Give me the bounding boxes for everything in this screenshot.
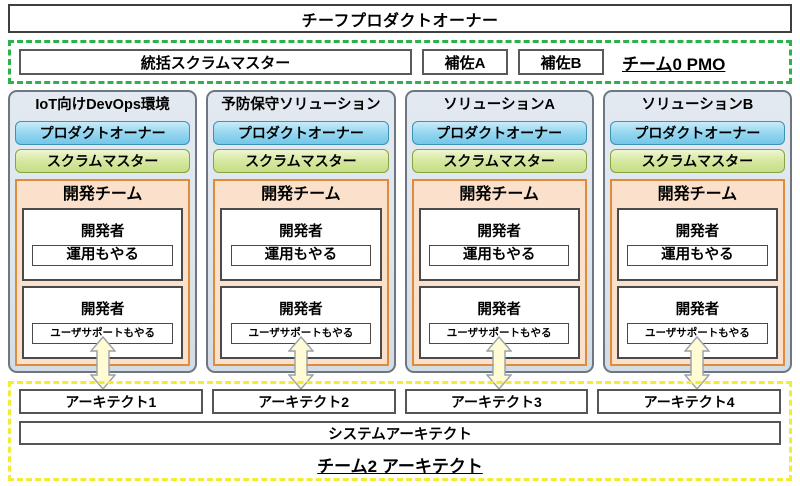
assistant-b-label: 補佐B — [540, 54, 582, 72]
team-card: ソリューションA プロダクトオーナー スクラムマスター 開発チーム 開発者 運用… — [404, 90, 594, 373]
team-card-title: 予防保守ソリューション — [221, 97, 381, 113]
developer-box: 開発者 運用もやる — [220, 208, 382, 281]
scrum-master-bar: スクラムマスター — [15, 149, 191, 173]
team-card-title: ソリューションA — [443, 97, 555, 113]
product-owner-bar: プロダクトオーナー — [609, 121, 785, 145]
scrum-master-bar: スクラムマスター — [411, 149, 587, 173]
assistant-a-label: 補佐A — [444, 54, 486, 72]
assistant-b-box: 補佐B — [518, 49, 604, 75]
developer-role-label: 開発者 — [477, 302, 521, 318]
architect-box: アーキテクト4 — [597, 389, 781, 414]
developer-note: 運用もやる — [627, 245, 768, 266]
developer-box: 開発者 ユーザサポートもやる — [220, 286, 382, 359]
developer-note: 運用もやる — [428, 245, 570, 266]
architect-box: アーキテクト3 — [404, 389, 589, 414]
scrum-master-bar: スクラムマスター — [213, 149, 389, 173]
team-card: IoT向けDevOps環境 プロダクトオーナー スクラムマスター 開発チーム 開… — [8, 90, 198, 373]
team0-pmo-region: 統括スクラムマスター 補佐A 補佐B チーム0 PMO — [8, 40, 792, 84]
scrum-master-bar: スクラムマスター — [609, 149, 785, 173]
developer-role-label: 開発者 — [675, 224, 720, 240]
architect-box: アーキテクト2 — [211, 389, 396, 414]
assistant-a-box: 補佐A — [422, 49, 508, 75]
team-card: 予防保守ソリューション プロダクトオーナー スクラムマスター 開発チーム 開発者… — [206, 90, 396, 373]
developer-role-label: 開発者 — [80, 224, 125, 240]
developer-note: ユーザサポートもやる — [230, 323, 372, 344]
product-owner-bar: プロダクトオーナー — [15, 121, 191, 145]
team2-architect-label: チーム2 アーキテクト — [317, 457, 483, 476]
chief-product-owner-label: チーフプロダクトオーナー — [301, 12, 499, 30]
developer-box: 開発者 運用もやる — [22, 208, 184, 281]
team0-pmo-label: チーム0 PMO — [622, 54, 726, 74]
team-card: ソリューションB プロダクトオーナー スクラムマスター 開発チーム 開発者 運用… — [602, 90, 792, 373]
system-architect-label: システムアーキテクト — [328, 426, 472, 443]
product-owner-bar: プロダクトオーナー — [213, 121, 389, 145]
development-team-box: 開発チーム 開発者 運用もやる 開発者 ユーザサポートもやる — [411, 179, 587, 366]
team2-architect-region: アーキテクト1 アーキテクト2 アーキテクト3 アーキテクト4 システムアーキテ… — [8, 381, 792, 481]
developer-role-label: 開発者 — [675, 302, 720, 318]
developer-box: 開発者 ユーザサポートもやる — [22, 286, 184, 359]
developer-note: 運用もやる — [32, 245, 173, 266]
development-team-box: 開発チーム 開発者 運用もやる 開発者 ユーザサポートもやる — [609, 179, 785, 366]
developer-note: ユーザサポートもやる — [32, 323, 173, 344]
developer-role-label: 開発者 — [279, 224, 323, 240]
developer-role-label: 開発者 — [80, 302, 125, 318]
developer-box: 開発者 ユーザサポートもやる — [616, 286, 778, 359]
development-team-title: 開発チーム — [459, 186, 539, 203]
developer-note: 運用もやる — [230, 245, 372, 266]
developer-box: 開発者 運用もやる — [616, 208, 778, 281]
chief-scrum-master-label: 統括スクラムマスター — [140, 54, 291, 72]
architect-boxes-row: アーキテクト1 アーキテクト2 アーキテクト3 アーキテクト4 — [19, 389, 781, 414]
architect-box: アーキテクト1 — [19, 389, 203, 414]
chief-scrum-master-box: 統括スクラムマスター — [19, 49, 412, 75]
system-architect-bar: システムアーキテクト — [19, 421, 781, 445]
development-team-title: 開発チーム — [657, 186, 738, 203]
development-team-box: 開発チーム 開発者 運用もやる 開発者 ユーザサポートもやる — [15, 179, 191, 366]
development-team-title: 開発チーム — [62, 186, 143, 203]
developer-box: 開発者 ユーザサポートもやる — [418, 286, 580, 359]
team-cards-row: IoT向けDevOps環境 プロダクトオーナー スクラムマスター 開発チーム 開… — [8, 90, 792, 373]
developer-role-label: 開発者 — [477, 224, 521, 240]
product-owner-bar: プロダクトオーナー — [411, 121, 587, 145]
developer-note: ユーザサポートもやる — [428, 323, 570, 344]
team-card-title: ソリューションB — [641, 97, 754, 113]
development-team-title: 開発チーム — [261, 186, 341, 203]
developer-note: ユーザサポートもやる — [627, 323, 768, 344]
development-team-box: 開発チーム 開発者 運用もやる 開発者 ユーザサポートもやる — [213, 179, 389, 366]
team-card-title: IoT向けDevOps環境 — [35, 97, 170, 113]
developer-box: 開発者 運用もやる — [418, 208, 580, 281]
developer-role-label: 開発者 — [279, 302, 323, 318]
chief-product-owner-bar: チーフプロダクトオーナー — [8, 4, 792, 33]
